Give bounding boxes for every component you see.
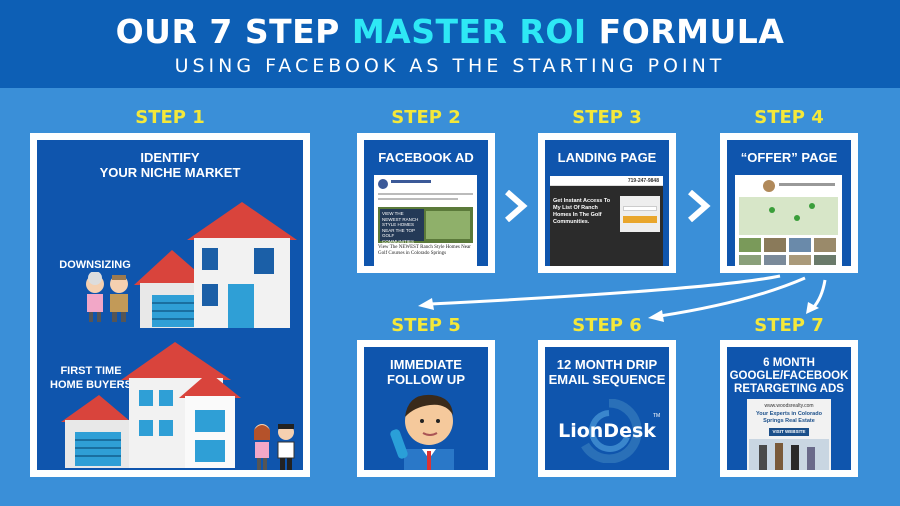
step4-label: STEP 4 [754, 107, 824, 128]
step6-card-inner: 12 MONTH DRIP EMAIL SEQUENCE LionDesk TM [545, 347, 669, 470]
step5-card-inner: IMMEDIATE FOLLOW UP [364, 347, 488, 470]
ad-caption: View The NEWEST Ranch Style Homes Near G… [378, 245, 471, 256]
landing-form [620, 196, 660, 232]
step1-title: IDENTIFY YOUR NICHE MARKET [99, 150, 241, 180]
header-banner: OUR 7 STEP MASTER ROI FORMULA USING FACE… [0, 0, 900, 88]
step2-card-inner: FACEBOOK AD VIEW THE NEWEST RANCH STYLE … [364, 140, 488, 266]
offer-header-line [779, 183, 835, 186]
listing-thumb [814, 255, 836, 265]
landing-form-button[interactable] [623, 216, 657, 223]
landing-hero: Get Instant Access To My List Of Ranch H… [550, 186, 663, 266]
trademark-mark: TM [653, 413, 661, 419]
house-illustration-2 [61, 342, 241, 468]
profile-name-line [391, 180, 431, 183]
arrowhead-step7 [806, 302, 819, 314]
step6-title: 12 MONTH DRIP EMAIL SEQUENCE [548, 357, 666, 387]
step3-card-inner: LANDING PAGE 719-247-9848 Get Instant Ac… [545, 140, 669, 266]
map-pin-icon [809, 203, 815, 209]
title-part2: FORMULA [586, 12, 785, 51]
landing-header: 719-247-9848 [550, 176, 663, 186]
step7-card: 6 MONTH GOOGLE/FACEBOOK RETARGETING ADS … [720, 340, 858, 477]
offer-page-screenshot [735, 175, 842, 266]
listing-thumb [739, 238, 761, 252]
map-pin-icon [794, 215, 800, 221]
landing-headline: Get Instant Access To My List Of Ranch H… [553, 198, 611, 225]
step4-card-inner: “OFFER” PAGE [727, 140, 851, 266]
agent-avatar [763, 180, 775, 192]
arrow-to-step7 [811, 279, 827, 310]
facebook-ad-screenshot: VIEW THE NEWEST RANCH STYLE HOMES NEAR T… [374, 175, 477, 266]
offer-map [739, 197, 838, 235]
step3-title: LANDING PAGE [557, 150, 657, 165]
liondesk-swirl-icon [581, 399, 641, 463]
first-time-buyers-label: FIRST TIME HOME BUYERS [50, 365, 132, 391]
step3-card: LANDING PAGE 719-247-9848 Get Instant Ac… [538, 133, 676, 273]
person-figure [759, 445, 767, 470]
phone-agent-icon [390, 394, 454, 470]
listing-thumb [789, 238, 811, 252]
ad-photo [426, 211, 470, 239]
arrowhead-step5 [418, 298, 434, 310]
text-line [378, 198, 458, 200]
landing-page-screenshot: 719-247-9848 Get Instant Access To My Li… [550, 176, 663, 266]
liondesk-logo-text: LionDesk [558, 420, 656, 442]
arrowhead-step6 [648, 310, 664, 322]
elderly-couple-icon [86, 272, 128, 322]
young-couple-icon [254, 424, 295, 470]
flow-arrows [418, 274, 827, 322]
map-pin-icon [769, 207, 775, 213]
step6-card: 12 MONTH DRIP EMAIL SEQUENCE LionDesk TM [538, 340, 676, 477]
step5-card: IMMEDIATE FOLLOW UP [357, 340, 495, 477]
step2-card: FACEBOOK AD VIEW THE NEWEST RANCH STYLE … [357, 133, 495, 273]
page-title: OUR 7 STEP MASTER ROI FORMULA [0, 12, 900, 51]
retargeting-ad-screenshot: www.woodsrealty.com Your Experts in Colo… [747, 399, 831, 470]
person-figure [775, 443, 783, 470]
step7-label: STEP 7 [754, 315, 824, 336]
arrow-to-step6 [659, 276, 806, 318]
listing-thumb [789, 255, 811, 265]
landing-form-input[interactable] [623, 206, 657, 211]
title-highlight: MASTER ROI [351, 12, 587, 51]
chevron-right-icon [688, 190, 711, 222]
step5-label: STEP 5 [391, 315, 461, 336]
retargeting-ad-headline: Your Experts in Colorado Springs Real Es… [756, 411, 822, 424]
page-subtitle: USING FACEBOOK AS THE STARTING POINT [174, 55, 726, 77]
step4-title: “OFFER” PAGE [740, 150, 838, 165]
person-figure [791, 445, 799, 470]
ad-image: VIEW THE NEWEST RANCH STYLE HOMES NEAR T… [378, 207, 473, 243]
step2-label: STEP 2 [391, 107, 461, 128]
retargeting-ad-button[interactable]: VISIT WEBSITE [769, 428, 809, 436]
ad-banner-text: VIEW THE NEWEST RANCH STYLE HOMES NEAR T… [380, 209, 424, 243]
step5-title: IMMEDIATE FOLLOW UP [387, 357, 465, 387]
landing-phone: 719-247-9848 [627, 178, 659, 184]
text-line [378, 193, 473, 195]
listing-thumb [764, 238, 786, 252]
step2-title: FACEBOOK AD [378, 150, 474, 165]
listing-thumb [739, 255, 761, 265]
listing-thumb [764, 255, 786, 265]
profile-icon [378, 179, 388, 189]
title-part1: OUR 7 STEP [115, 12, 352, 51]
retargeting-ad-url: www.woodsrealty.com [764, 403, 814, 409]
step3-label: STEP 3 [572, 107, 642, 128]
arrow-to-step5 [429, 274, 781, 306]
step1-label: STEP 1 [135, 107, 205, 128]
downsizing-label: DOWNSIZING [59, 259, 131, 271]
retargeting-ad-photo [749, 439, 829, 470]
listing-thumb [814, 238, 836, 252]
step1-card-inner: IDENTIFY YOUR NICHE MARKET DOWNSIZING FI… [37, 140, 303, 470]
person-figure [807, 447, 815, 470]
step7-title: 6 MONTH GOOGLE/FACEBOOK RETARGETING ADS [729, 357, 849, 395]
step6-label: STEP 6 [572, 315, 642, 336]
step7-card-inner: 6 MONTH GOOGLE/FACEBOOK RETARGETING ADS … [727, 347, 851, 470]
house-illustration-1 [134, 202, 297, 328]
step1-card: IDENTIFY YOUR NICHE MARKET DOWNSIZING FI… [30, 133, 310, 477]
chevron-right-icon [505, 190, 528, 222]
step4-card: “OFFER” PAGE [720, 133, 858, 273]
